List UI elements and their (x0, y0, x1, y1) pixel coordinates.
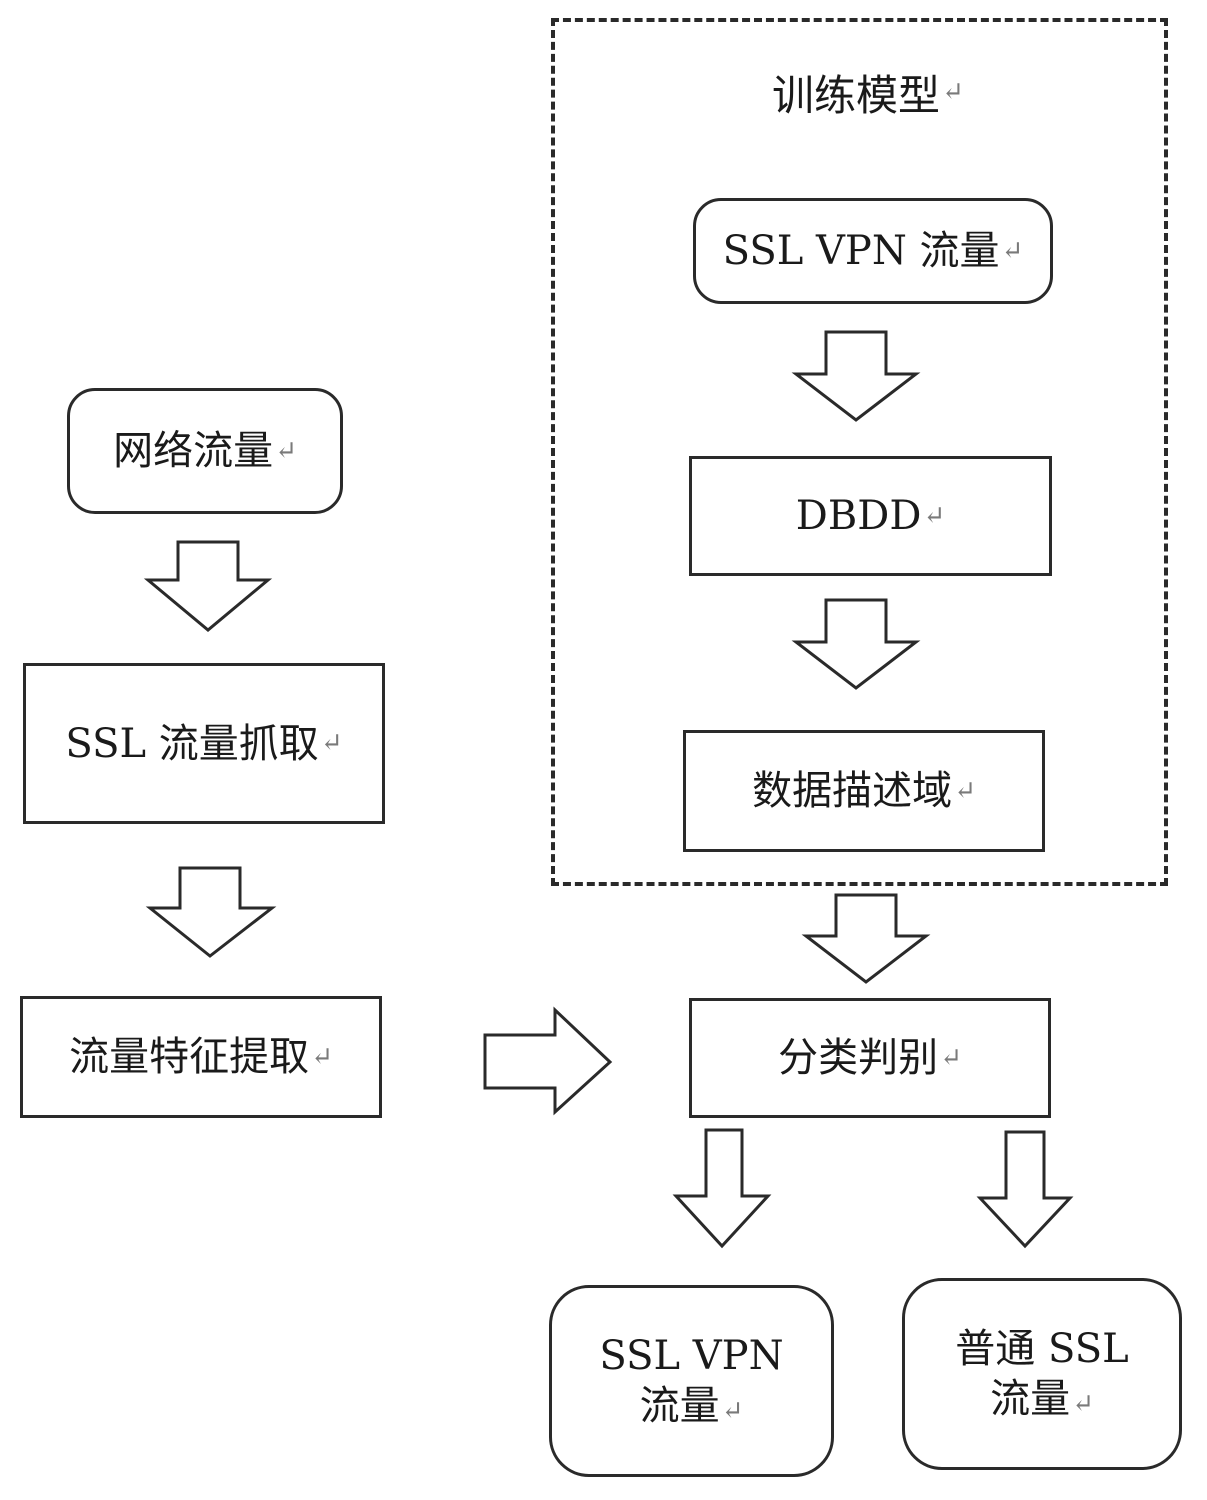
paragraph-mark-icon: ↵ (320, 728, 343, 759)
node-feature-extraction-label: 流量特征提取 (69, 1034, 310, 1080)
node-output-normal-ssl-line2-wrap: 流量↵ (990, 1374, 1094, 1424)
node-ssl-traffic-capture: SSL 流量抓取↵ (23, 663, 385, 824)
arrow-down-network-to-capture (143, 540, 273, 632)
node-ssl-traffic-capture-label: SSL 流量抓取 (65, 720, 319, 767)
arrow-down-to-vpn-output (672, 1128, 772, 1249)
node-data-description-domain-label: 数据描述域 (752, 768, 953, 814)
node-output-normal-ssl: 普通 SSL 流量↵ (902, 1278, 1182, 1470)
node-data-description-domain: 数据描述域↵ (683, 730, 1045, 852)
node-output-normal-ssl-line1: 普通 SSL (955, 1326, 1129, 1372)
node-network-traffic: 网络流量↵ (67, 388, 343, 514)
node-output-ssl-vpn-line2: 流量 (639, 1383, 720, 1429)
node-dbdd-label: DBDD (795, 493, 922, 539)
training-model-title-text: 训练模型 (772, 70, 941, 120)
paragraph-mark-icon: ↵ (954, 775, 976, 806)
paragraph-mark-icon: ↵ (311, 1041, 333, 1072)
node-output-normal-ssl-line2: 流量 (990, 1376, 1071, 1422)
node-dbdd: DBDD↵ (689, 456, 1052, 576)
paragraph-mark-icon: ↵ (942, 77, 964, 107)
paragraph-mark-icon: ↵ (275, 435, 297, 466)
arrow-down-model-to-classifier (801, 893, 931, 984)
arrow-right-extract-to-classifier (483, 1006, 613, 1116)
paragraph-mark-icon: ↵ (923, 500, 946, 531)
arrow-down-dbdd-to-domain (791, 598, 921, 690)
node-output-ssl-vpn: SSL VPN 流量↵ (549, 1285, 834, 1477)
arrow-down-capture-to-extract (145, 866, 277, 958)
paragraph-mark-icon: ↵ (1072, 1389, 1094, 1419)
node-network-traffic-label: 网络流量 (113, 428, 274, 474)
training-model-group (551, 18, 1168, 886)
node-classification: 分类判别↵ (689, 998, 1051, 1118)
paragraph-mark-icon: ↵ (940, 1042, 962, 1073)
node-output-ssl-vpn-text: SSL VPN 流量↵ (599, 1331, 783, 1431)
node-ssl-vpn-traffic: SSL VPN 流量↵ (693, 198, 1053, 304)
node-ssl-vpn-traffic-label: SSL VPN 流量 (722, 228, 1000, 274)
node-output-normal-ssl-text: 普通 SSL 流量↵ (955, 1324, 1128, 1424)
arrow-down-vpn-to-dbdd (791, 330, 921, 422)
arrow-down-to-normal-output (976, 1130, 1074, 1249)
paragraph-mark-icon: ↵ (721, 1396, 744, 1426)
node-feature-extraction: 流量特征提取↵ (20, 996, 382, 1118)
node-output-ssl-vpn-line2-wrap: 流量↵ (640, 1381, 744, 1431)
node-output-ssl-vpn-line1: SSL VPN (599, 1333, 784, 1379)
paragraph-mark-icon: ↵ (1001, 235, 1024, 266)
node-classification-label: 分类判别 (778, 1035, 939, 1081)
training-model-title: 训练模型↵ (772, 62, 964, 122)
